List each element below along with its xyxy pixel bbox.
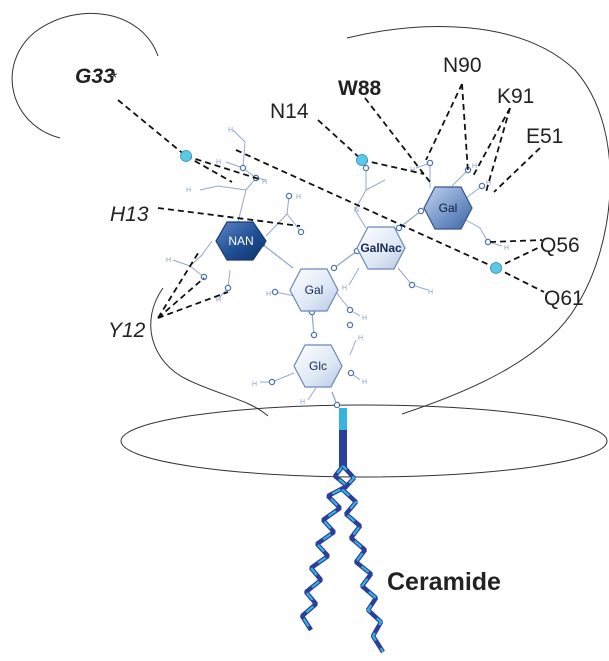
protein-outline-main (346, 26, 609, 415)
svg-text:H: H (186, 187, 191, 194)
water-1 (180, 150, 192, 162)
hydrogen-bonds (117, 83, 545, 319)
svg-text:H: H (300, 399, 305, 406)
svg-text:H: H (252, 381, 257, 388)
sugar-glc-label: Glc (309, 359, 327, 373)
residue-y12: Y12 (108, 319, 146, 342)
residue-w88: W88 (338, 77, 382, 100)
svg-text:H: H (428, 289, 433, 296)
residue-h13: H13 (110, 203, 149, 226)
svg-text:H: H (216, 297, 221, 304)
water-molecules (180, 150, 502, 274)
ceramide-stem (339, 408, 347, 468)
sugar-nan: NAN (215, 221, 267, 261)
protein-outline-left (11, 12, 159, 139)
membrane-ellipse (120, 404, 608, 478)
svg-text:H: H (472, 163, 477, 170)
residue-q61: Q61 (544, 287, 584, 310)
residue-n90: N90 (443, 54, 482, 77)
sugar-gal-mid: Gal (289, 268, 339, 312)
protein-outline-lower-left (150, 287, 269, 417)
sugar-gal-top: Gal (423, 186, 473, 230)
sugar-galnac-label: GalNac (360, 241, 402, 255)
sugar-glc: Glc (293, 344, 343, 388)
svg-text:H: H (362, 315, 367, 322)
sugar-galnac: GalNac (356, 226, 406, 270)
residue-labels: G33 * W88 N90 N14 K91 E51 H13 Q56 Q61 Y1… (75, 54, 584, 342)
residue-k91: K91 (497, 85, 534, 108)
atom-labels: H H H H H H H N H H H H H H H H H H H H (166, 127, 509, 406)
residue-n14: N14 (270, 100, 309, 123)
svg-text:H: H (262, 179, 267, 186)
ceramide-tail-right (341, 464, 385, 654)
svg-text:N: N (354, 207, 359, 214)
svg-text:H: H (216, 159, 221, 166)
sugar-gal-top-label: Gal (439, 201, 458, 215)
svg-text:H: H (362, 379, 367, 386)
svg-text:H: H (486, 180, 491, 187)
svg-text:H: H (342, 285, 347, 292)
water-2 (356, 154, 368, 166)
svg-text:H: H (266, 291, 271, 298)
svg-text:H: H (228, 127, 233, 134)
residue-e51: E51 (526, 125, 563, 148)
svg-text:H: H (504, 245, 509, 252)
ceramide-tails (300, 408, 385, 654)
sugar-nan-label: NAN (228, 234, 253, 248)
svg-text:H: H (166, 257, 171, 264)
svg-text:H: H (296, 194, 301, 201)
residue-g33-mark: * (111, 70, 117, 87)
sugar-gal-mid-label: Gal (305, 283, 324, 297)
residue-g33: G33 (75, 65, 115, 88)
residue-q56: Q56 (540, 234, 580, 257)
ceramide-label: Ceramide (387, 568, 501, 596)
svg-text:H: H (358, 335, 363, 342)
water-3 (490, 262, 502, 274)
ceramide-tail-left (300, 464, 349, 632)
